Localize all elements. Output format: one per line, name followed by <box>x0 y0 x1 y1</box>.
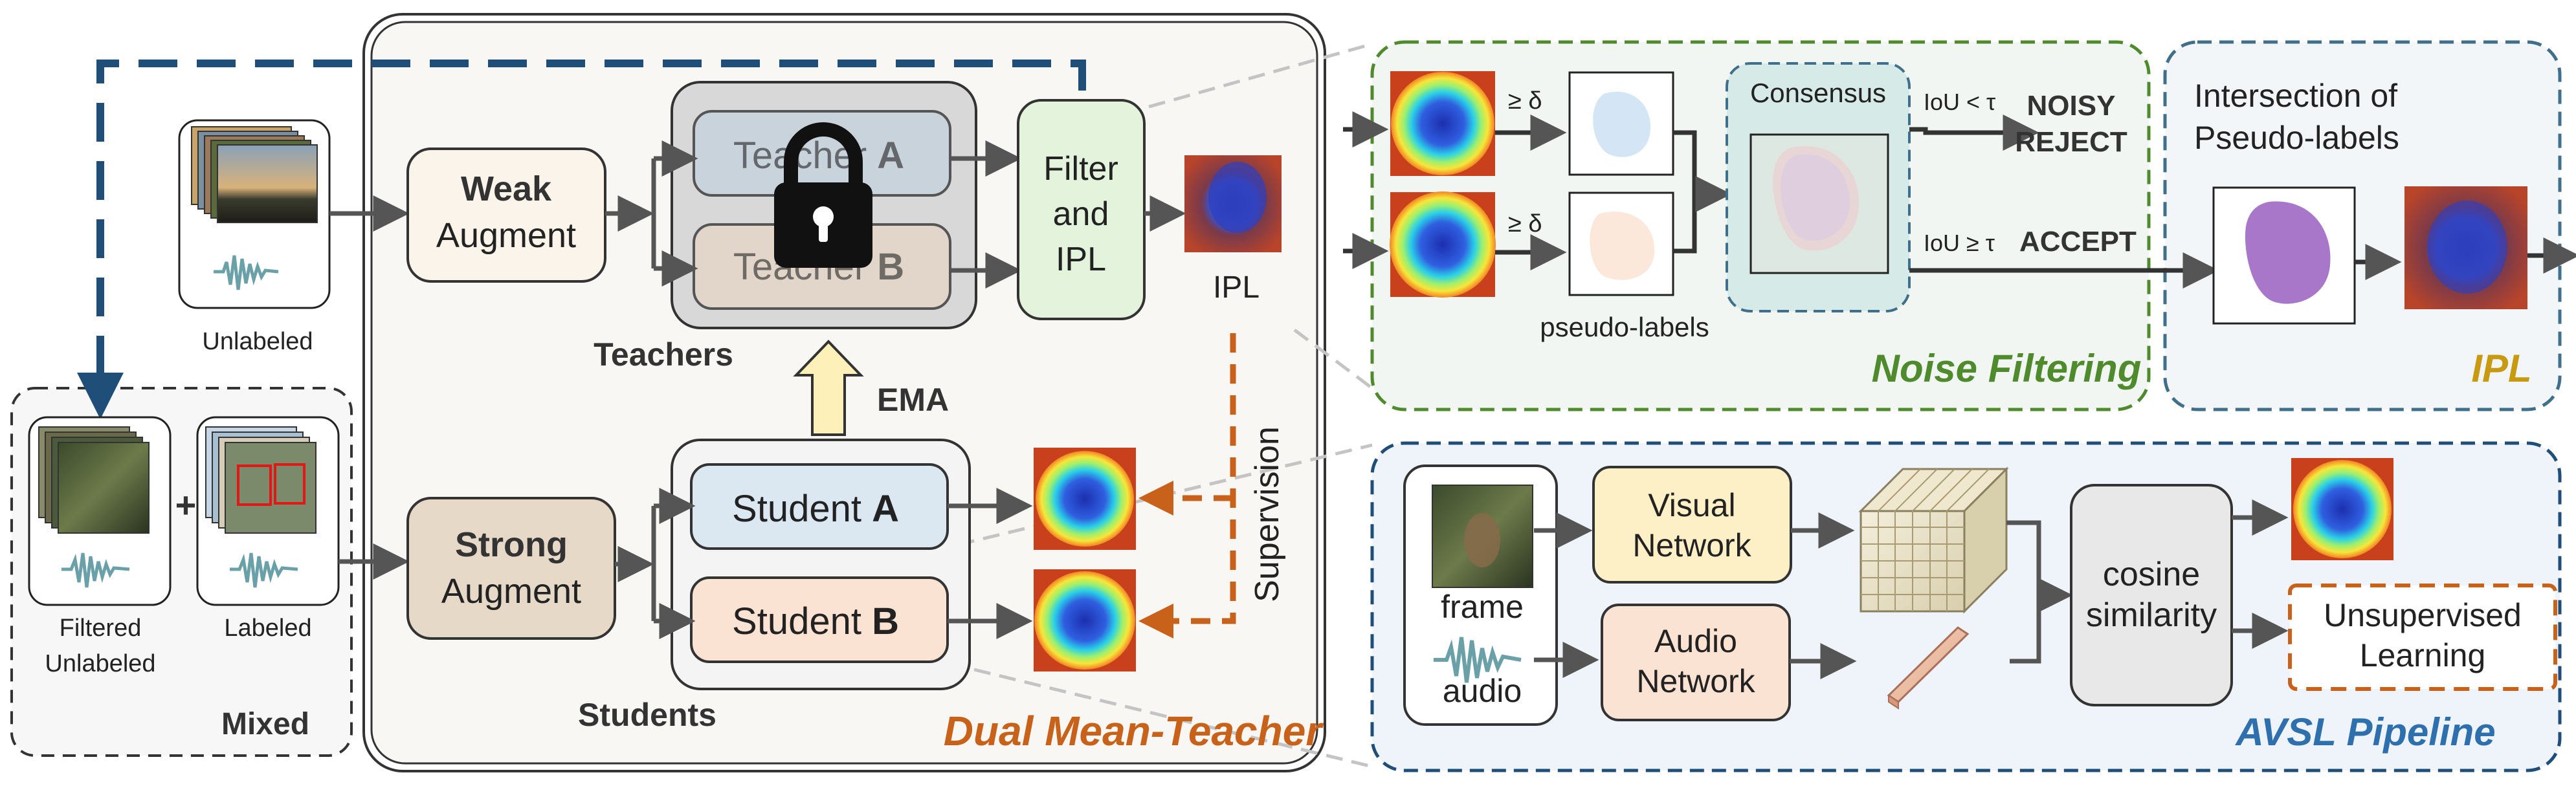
visual-network-line2: Network <box>1632 527 1751 563</box>
pseudo-label-a <box>1568 71 1674 176</box>
threshold-top: ≥ δ <box>1508 87 1542 115</box>
unsupervised-line2: Learning <box>2360 637 2486 673</box>
cosine-line2: similarity <box>2086 596 2217 634</box>
students-label: Students <box>578 697 716 733</box>
consensus-mask <box>1749 133 1889 274</box>
filtered-unlabeled-label-line2: Unlabeled <box>45 650 155 677</box>
strong-augment-box <box>406 497 616 640</box>
audio-network-line2: Network <box>1636 663 1755 699</box>
dual-mean-teacher-title: Dual Mean-Teacher <box>944 708 1324 754</box>
unsupervised-line1: Unsupervised <box>2324 597 2522 633</box>
teacher-a-label: Teacher A <box>733 135 904 177</box>
ipl-heading-line2: Pseudo-labels <box>2194 120 2399 156</box>
unlabeled-data <box>178 119 331 309</box>
audio-label: audio <box>1443 673 1522 709</box>
filter-line1: Filter <box>1043 150 1118 188</box>
ipl-result-image <box>2404 186 2527 309</box>
iou-ge-label: IoU ≥ τ <box>1924 230 1995 256</box>
noise-filtering-title: Noise Filtering <box>1872 347 2142 390</box>
arrow <box>1909 115 2039 151</box>
ipl-heading-line1: Intersection of <box>2194 78 2397 114</box>
ema-arrow <box>793 340 864 436</box>
strong-augment-line2: Augment <box>441 572 581 611</box>
mixed-label: Mixed <box>221 707 309 741</box>
zoom-line <box>1148 42 1373 109</box>
weak-augment-line2: Augment <box>436 216 576 255</box>
teacher-a-heatmap <box>1390 71 1495 176</box>
ema-label: EMA <box>877 382 949 418</box>
student-a-heatmap <box>1034 448 1136 550</box>
filter-line3: IPL <box>1056 241 1106 278</box>
avsl-output-heatmap <box>2291 458 2393 560</box>
zoom-line <box>1293 329 1373 389</box>
noisy-label: NOISY <box>2027 90 2116 122</box>
audio-network-box <box>1601 604 1791 721</box>
labeled-label: Labeled <box>224 615 311 642</box>
student-b-label: Student B <box>732 600 899 642</box>
audio-waveform-icon <box>1434 637 1522 683</box>
filter-ipl-box <box>1017 99 1146 320</box>
labeled-data <box>196 416 340 606</box>
visual-network-line1: Visual <box>1648 487 1735 523</box>
accept-label: ACCEPT <box>2019 226 2137 257</box>
plus-sign: + <box>175 485 197 525</box>
frame-label: frame <box>1441 589 1524 625</box>
dual-mean-teacher-panel-outer <box>362 13 1326 772</box>
consensus-label: Consensus <box>1750 78 1886 108</box>
ipl-panel-title: IPL <box>2471 347 2531 390</box>
feedback-dashed-line <box>77 60 1086 419</box>
reject-label: REJECT <box>2015 126 2127 158</box>
frame-image <box>1432 485 1533 588</box>
filtered-unlabeled-label-line1: Filtered <box>60 615 142 642</box>
unlabeled-label: Unlabeled <box>202 328 313 355</box>
supervision-label: Supervision <box>1249 426 1286 602</box>
zoom-line <box>973 668 1373 769</box>
cosine-line1: cosine <box>2103 556 2200 593</box>
pseudo-labels-label: pseudo-labels <box>1540 312 1709 342</box>
ipl-intersection-mask <box>2212 186 2356 325</box>
audio-feature-vector <box>1887 626 1970 710</box>
weak-augment-line1: Weak <box>461 169 552 208</box>
weak-augment-box <box>406 147 606 283</box>
threshold-bottom: ≥ δ <box>1508 210 1542 237</box>
visual-feature-cube <box>1858 466 2009 614</box>
ipl-output-label: IPL <box>1213 270 1260 305</box>
student-a-label: Student A <box>732 488 899 530</box>
avsl-pipeline-title: AVSL Pipeline <box>2234 710 2495 754</box>
lock-icon <box>774 122 872 268</box>
cosine-similarity-box <box>2070 484 2233 706</box>
teachers-label: Teachers <box>594 336 733 373</box>
strong-augment-line1: Strong <box>455 525 568 564</box>
teacher-b-heatmap <box>1390 191 1496 298</box>
visual-network-box <box>1592 466 1792 584</box>
audio-network-line1: Audio <box>1654 623 1737 659</box>
filter-line2: and <box>1053 195 1109 233</box>
pseudo-label-b <box>1568 191 1674 296</box>
supervision-dashed-line <box>1138 333 1236 639</box>
ipl-output-image <box>1184 155 1282 252</box>
filtered-unlabeled-data <box>28 416 172 606</box>
student-b-heatmap <box>1034 569 1136 671</box>
iou-lt-label: IoU < τ <box>1924 89 1995 115</box>
unsupervised-learning-box <box>2288 584 2557 691</box>
